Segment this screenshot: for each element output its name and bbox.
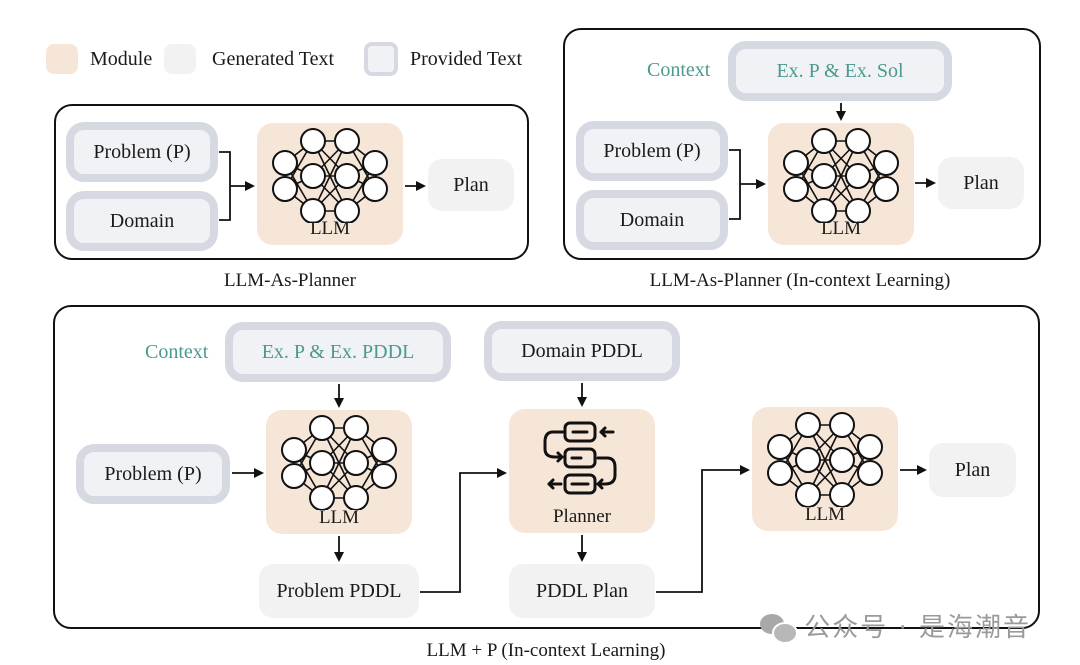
- llm-module-label: LLM: [804, 504, 846, 525]
- nn-node: [857, 434, 883, 460]
- legend-swatch-provided: [364, 42, 398, 76]
- arrow-pddl-plan-to-llm: [656, 465, 750, 593]
- llm-module-label: LLM: [820, 218, 862, 239]
- legend-swatch-generated: [164, 44, 196, 74]
- panel-llm-as-planner: [54, 104, 529, 260]
- problem-input-box: Problem (P): [66, 122, 218, 182]
- arrow-problem-pddl-to-planner: [420, 468, 507, 593]
- caption-llm-as-planner-icl: LLM-As-Planner (In-context Learning): [649, 270, 951, 291]
- context-label: Context: [145, 341, 209, 363]
- neural-network-icon: [783, 128, 899, 223]
- nn-node: [767, 460, 793, 486]
- neural-network-icon: [767, 412, 883, 507]
- domain-pddl-box: Domain PDDL: [484, 321, 680, 381]
- llm-module: LLM: [257, 123, 403, 245]
- nn-node: [300, 163, 326, 189]
- nn-node: [300, 198, 326, 223]
- nn-node: [343, 450, 369, 476]
- neural-network-icon: [281, 415, 397, 510]
- nn-node: [362, 176, 388, 202]
- watermark: 公众号 · 是海潮音: [760, 607, 1031, 644]
- nn-node: [845, 163, 871, 189]
- nn-node: [309, 450, 335, 476]
- nn-node: [795, 447, 821, 473]
- planner-module-label: Planner: [552, 506, 612, 527]
- problem-input-box: Problem (P): [76, 444, 230, 504]
- llm-module-label: LLM: [309, 218, 351, 239]
- nn-node: [811, 128, 837, 154]
- nn-node: [371, 463, 397, 489]
- panel-llm-plus-p: [53, 305, 1040, 629]
- llm-module-label: LLM: [318, 507, 360, 528]
- wechat-icon: [760, 614, 798, 644]
- nn-node: [829, 447, 855, 473]
- nn-node: [309, 415, 335, 441]
- pddl-plan-box: PDDL Plan: [509, 564, 655, 618]
- plan-output-box: Plan: [428, 159, 514, 211]
- nn-node: [873, 150, 899, 176]
- legend-label-provided: Provided Text: [410, 48, 523, 70]
- nn-node: [300, 128, 326, 154]
- nn-node: [343, 415, 369, 441]
- nn-node: [281, 463, 307, 489]
- nn-node: [857, 460, 883, 486]
- nn-node: [829, 482, 855, 507]
- llm-module-1: LLM: [266, 410, 412, 534]
- nn-node: [343, 485, 369, 510]
- context-example-box: Ex. P & Ex. Sol: [728, 41, 952, 101]
- planner-module: Planner: [509, 409, 655, 533]
- panel-llm-as-planner-icl: [563, 28, 1041, 260]
- legend-swatch-module: [46, 44, 78, 74]
- nn-node: [873, 176, 899, 202]
- caption-llm-as-planner: LLM-As-Planner: [224, 270, 356, 291]
- nn-node: [845, 128, 871, 154]
- llm-module-2: LLM: [752, 407, 898, 531]
- context-label: Context: [647, 59, 711, 81]
- nn-node: [334, 198, 360, 223]
- nn-node: [272, 150, 298, 176]
- nn-node: [371, 437, 397, 463]
- nn-node: [272, 176, 298, 202]
- legend-label-module: Module: [90, 48, 153, 70]
- caption-llm-plus-p: LLM + P (In-context Learning): [426, 640, 666, 661]
- neural-network-icon: [272, 128, 388, 223]
- nn-node: [767, 434, 793, 460]
- nn-node: [362, 150, 388, 176]
- nn-node: [795, 482, 821, 507]
- problem-pddl-box: Problem PDDL: [259, 564, 419, 618]
- llm-module: LLM: [768, 123, 914, 245]
- nn-node: [334, 128, 360, 154]
- plan-output-box: Plan: [938, 157, 1024, 209]
- nn-node: [811, 163, 837, 189]
- planner-icon: [543, 421, 617, 495]
- nn-node: [845, 198, 871, 223]
- domain-input-box: Domain: [576, 190, 728, 250]
- nn-node: [783, 150, 809, 176]
- nn-node: [334, 163, 360, 189]
- nn-node: [783, 176, 809, 202]
- plan-output-box: Plan: [929, 443, 1016, 497]
- nn-node: [829, 412, 855, 438]
- nn-node: [281, 437, 307, 463]
- context-example-box: Ex. P & Ex. PDDL: [225, 322, 451, 382]
- nn-node: [309, 485, 335, 510]
- nn-node: [811, 198, 837, 223]
- problem-input-box: Problem (P): [576, 121, 728, 181]
- arrow-inputs-to-llm: [219, 151, 253, 221]
- nn-node: [795, 412, 821, 438]
- watermark-text: 公众号 · 是海潮音: [804, 613, 1032, 643]
- legend-label-generated: Generated Text: [212, 48, 335, 70]
- arrow-inputs-to-llm: [729, 149, 764, 220]
- domain-input-box: Domain: [66, 191, 218, 251]
